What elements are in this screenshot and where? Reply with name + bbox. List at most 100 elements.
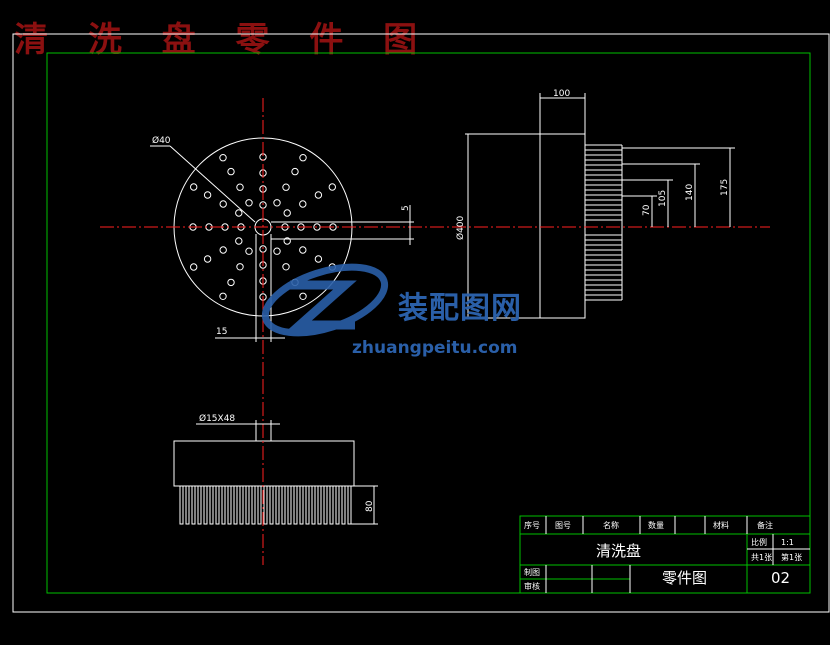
- disc-hole: [227, 278, 235, 287]
- title-block: [519, 515, 811, 594]
- designer-label: 制图: [524, 567, 540, 577]
- front-fin: [299, 485, 304, 525]
- scale-value: 1:1: [781, 538, 794, 547]
- front-fin: [251, 485, 256, 525]
- side-fins: [585, 144, 623, 301]
- front-fin: [335, 485, 340, 525]
- disc-hole: [283, 237, 291, 245]
- outer-frame: [12, 33, 830, 613]
- disc-hole: [273, 199, 281, 207]
- disc-hole: [236, 263, 244, 271]
- front-body: [173, 440, 355, 487]
- disc-hole: [235, 237, 243, 245]
- dim-phi400: Ø400: [455, 215, 466, 240]
- front-fin: [197, 485, 202, 525]
- hdr-material: 材料: [713, 520, 729, 530]
- reviewer-label: 审核: [524, 581, 540, 591]
- watermark-brand: 装配图网: [398, 291, 522, 326]
- sheets-label: 共1张: [751, 553, 772, 562]
- front-fin: [293, 485, 298, 525]
- dim-100: 100: [553, 89, 570, 99]
- front-view: [173, 380, 378, 565]
- front-fin: [185, 485, 190, 525]
- disc-hole: [328, 183, 336, 191]
- disc-hole: [227, 167, 235, 176]
- front-fin: [305, 485, 310, 525]
- dim-phi15x48: Ø15X48: [199, 413, 235, 424]
- phi40-leader: [169, 145, 256, 223]
- front-fin: [203, 485, 208, 525]
- side-view: [430, 93, 770, 319]
- disc-hole: [299, 292, 307, 300]
- front-fin: [263, 485, 268, 525]
- disc-hole: [190, 263, 198, 271]
- hdr-qty: 数量: [648, 520, 664, 530]
- inner-frame: [46, 52, 811, 594]
- front-fin: [179, 485, 184, 525]
- disc-hole: [314, 191, 323, 199]
- watermark-logo: [261, 263, 389, 337]
- disc-hole: [299, 154, 307, 162]
- dim-140: 140: [685, 184, 695, 201]
- disc-hole: [245, 247, 253, 255]
- side-body: [539, 133, 586, 319]
- sheet-label: 第1张: [781, 552, 802, 562]
- front-fin: [317, 485, 322, 525]
- front-fin: [221, 485, 226, 525]
- disc-hole: [190, 183, 198, 191]
- front-fin: [215, 485, 220, 525]
- disc-hole: [282, 183, 290, 191]
- disc-hole: [219, 246, 227, 254]
- front-fin: [323, 485, 328, 525]
- front-fin: [287, 485, 292, 525]
- front-fin: [209, 485, 214, 525]
- disc-hole: [273, 247, 281, 255]
- watermark-url: zhuangpeitu.com: [352, 338, 518, 358]
- title-block-text: 序号 图号 名称 数量 材料 备注 清洗盘 比例 1:1 共1张 第1张 制图 …: [524, 520, 802, 591]
- disc-hole: [282, 263, 290, 271]
- disc-hole: [235, 209, 243, 217]
- front-fin: [341, 485, 346, 525]
- front-fin: [245, 485, 250, 525]
- front-fin: [257, 485, 262, 525]
- front-fin: [329, 485, 334, 525]
- dim-70: 70: [642, 204, 652, 216]
- hdr-drawing-no: 图号: [555, 521, 571, 530]
- hdr-remark: 备注: [757, 520, 773, 530]
- hdr-serial: 序号: [524, 520, 540, 530]
- dim-phi40: Ø40: [152, 135, 171, 146]
- dim-5: 5: [401, 205, 411, 211]
- dim-80: 80: [365, 500, 375, 512]
- drawing-number: 02: [771, 569, 790, 587]
- dim-175: 175: [720, 179, 730, 196]
- front-fin: [311, 485, 316, 525]
- disc-hole: [283, 209, 291, 217]
- front-fin: [233, 485, 238, 525]
- dim-105: 105: [658, 190, 668, 207]
- disc-hole: [236, 183, 244, 191]
- front-fin: [191, 485, 196, 525]
- front-fin: [281, 485, 286, 525]
- disc-hole: [203, 191, 212, 199]
- disc-hole: [219, 292, 227, 300]
- disc-hole: [259, 245, 267, 253]
- front-fin: [227, 485, 232, 525]
- scale-label: 比例: [751, 537, 767, 547]
- dim-15: 15: [216, 327, 227, 337]
- drawing-type: 零件图: [662, 569, 707, 587]
- disc-hole: [291, 167, 299, 176]
- front-fins: [179, 485, 352, 525]
- disc-hole: [219, 154, 227, 162]
- disc-hole: [299, 200, 307, 208]
- front-fin: [269, 485, 274, 525]
- front-fin: [275, 485, 280, 525]
- front-fin: [347, 485, 352, 525]
- disc-hole: [245, 199, 253, 207]
- part-name: 清洗盘: [596, 542, 641, 560]
- disc-hole: [203, 255, 212, 263]
- front-fin: [239, 485, 244, 525]
- hdr-name: 名称: [603, 520, 619, 530]
- disc-hole: [299, 246, 307, 254]
- disc-hole: [219, 200, 227, 208]
